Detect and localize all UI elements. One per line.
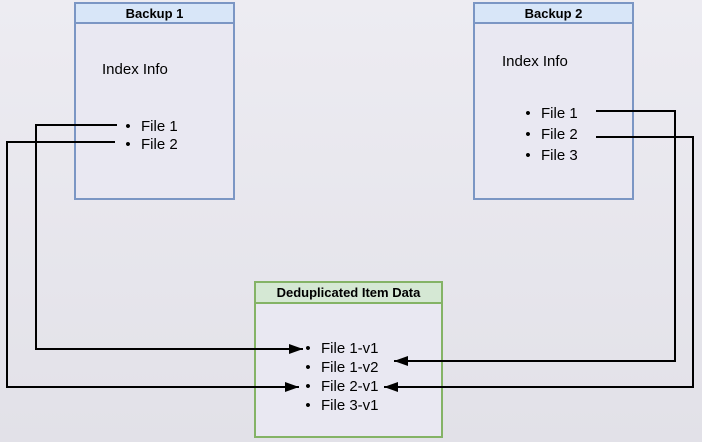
file-list-item: • File 3-v1 <box>304 396 379 415</box>
file-list-item: • File 1-v2 <box>304 358 379 377</box>
file-label: File 1 <box>141 117 178 135</box>
bullet-icon: • <box>525 126 531 143</box>
file-label: File 2 <box>541 126 578 143</box>
backup1-box: Backup 1 Index Info • File 1 • File 2 <box>74 2 235 200</box>
file-label: File 1 <box>541 105 578 122</box>
file-list-item: • File 1 <box>124 117 178 135</box>
bullet-icon: • <box>305 340 311 357</box>
file-label: File 3 <box>541 147 578 164</box>
backup1-index-info-label: Index Info <box>102 61 168 78</box>
file-list-item: • File 3 <box>524 145 578 166</box>
bullet-icon: • <box>525 147 531 164</box>
backup2-file-list: • File 1 • File 2 • File 3 <box>524 103 578 166</box>
file-label: File 2 <box>141 135 178 153</box>
bullet-icon: • <box>125 117 131 135</box>
file-label: File 2-v1 <box>321 378 379 395</box>
backup2-title: Backup 2 <box>475 4 632 24</box>
file-label: File 3-v1 <box>321 397 379 414</box>
file-list-item: • File 2 <box>524 124 578 145</box>
file-list-item: • File 2-v1 <box>304 377 379 396</box>
file-list-item: • File 1-v1 <box>304 339 379 358</box>
bullet-icon: • <box>525 105 531 122</box>
deduplicated-item-data-box: Deduplicated Item Data • File 1-v1 • Fil… <box>254 281 443 438</box>
bullet-icon: • <box>125 135 131 153</box>
file-list-item: • File 1 <box>524 103 578 124</box>
file-label: File 1-v1 <box>321 340 379 357</box>
dedup-item-list: • File 1-v1 • File 1-v2 • File 2-v1 • Fi… <box>304 339 379 415</box>
bullet-icon: • <box>305 359 311 376</box>
dedup-title: Deduplicated Item Data <box>256 283 441 304</box>
backup2-box: Backup 2 Index Info • File 1 • File 2 • … <box>473 2 634 200</box>
bullet-icon: • <box>305 397 311 414</box>
file-list-item: • File 2 <box>124 135 178 153</box>
file-label: File 1-v2 <box>321 359 379 376</box>
bullet-icon: • <box>305 378 311 395</box>
backup1-file-list: • File 1 • File 2 <box>124 117 178 153</box>
backup2-index-info-label: Index Info <box>502 53 568 70</box>
backup1-title: Backup 1 <box>76 4 233 24</box>
